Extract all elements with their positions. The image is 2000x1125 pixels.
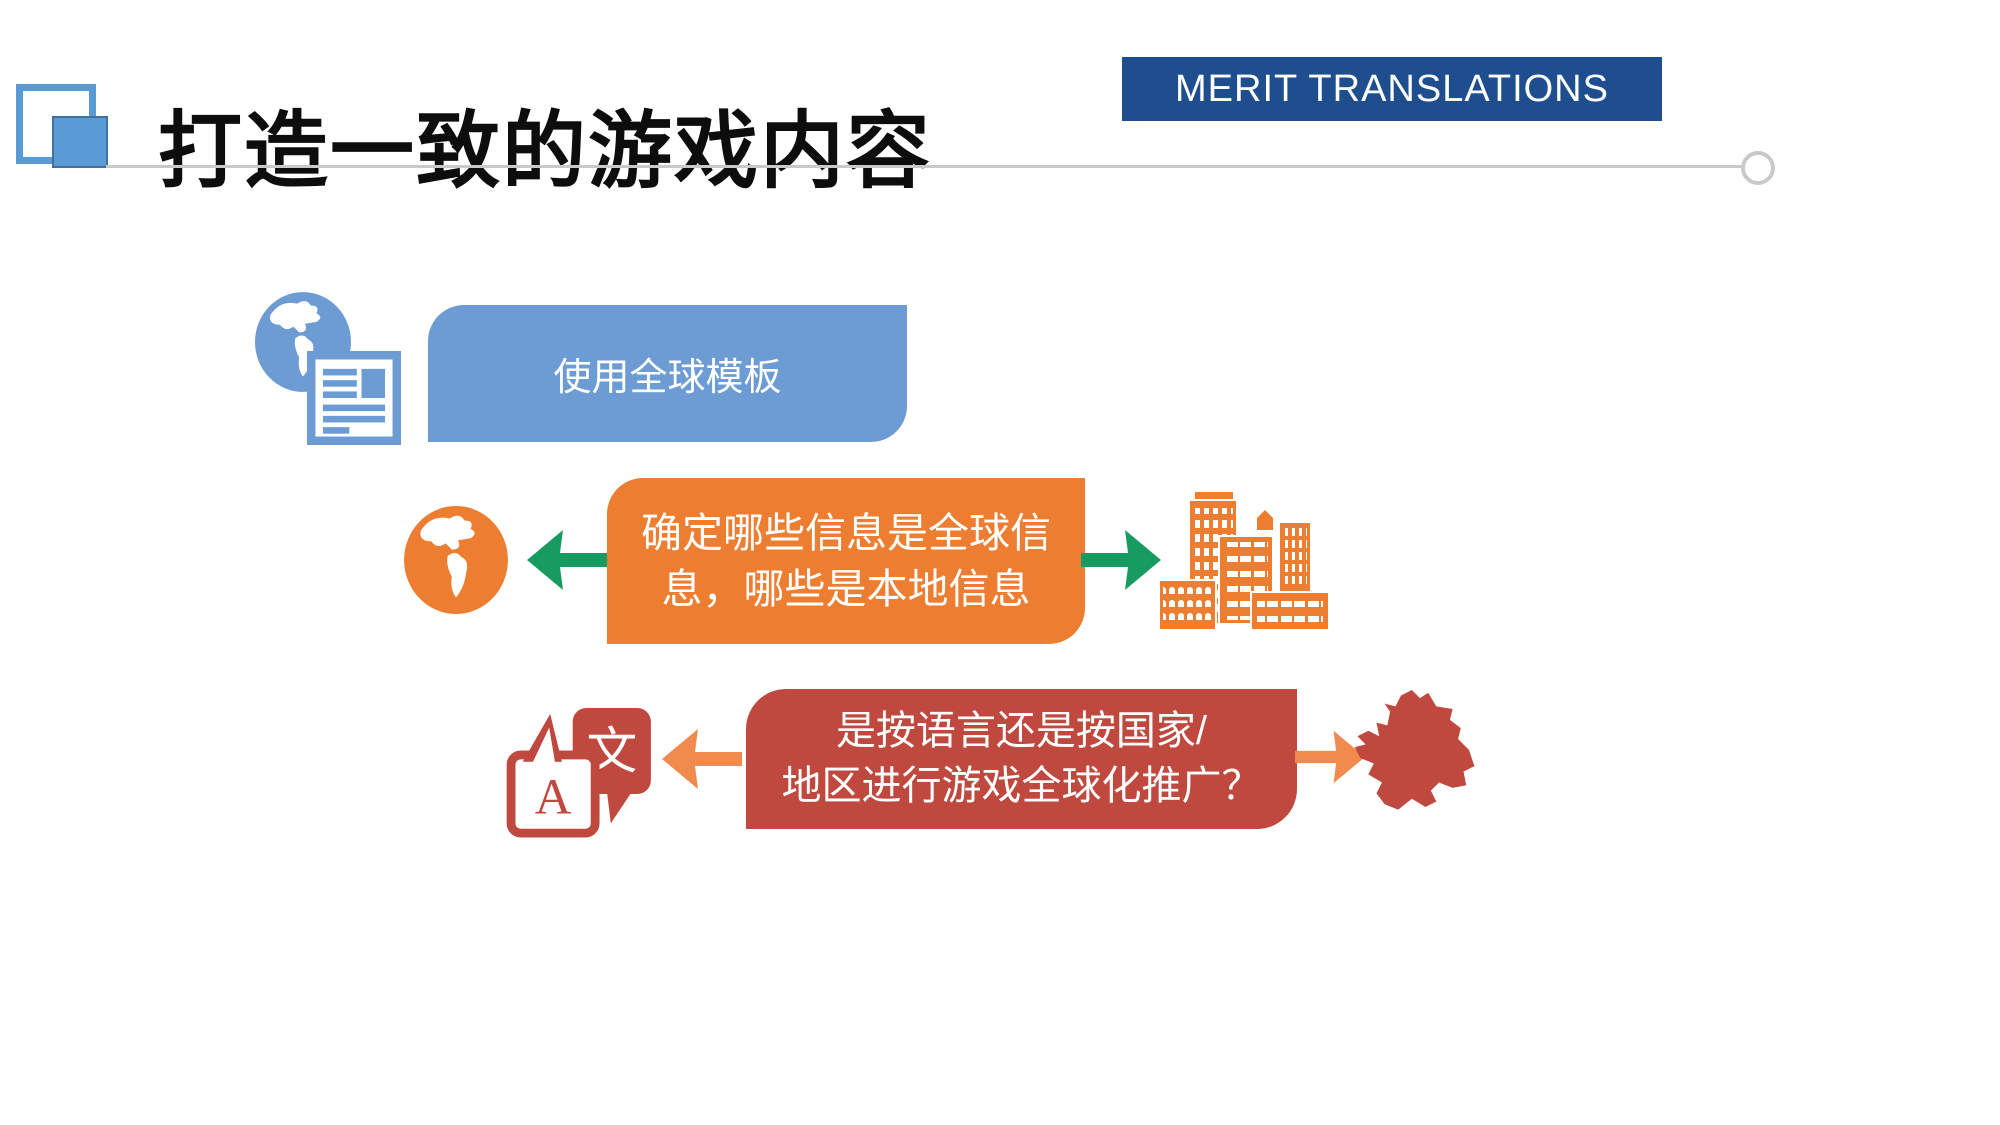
brand-badge: MERIT TRANSLATIONS (1122, 57, 1662, 121)
step-box-label: 使用全球模板 (553, 357, 782, 399)
step-box-line1: 是按语言还是按国家/ (835, 709, 1208, 753)
logo-filled-square (52, 116, 108, 168)
city-buildings-icon (1158, 492, 1330, 631)
step-box-line2: 地区进行游戏全球化推广？ (781, 764, 1262, 808)
step-box-line2: 息，哪些是本地信息 (661, 566, 1031, 612)
document-icon (307, 351, 401, 445)
translate-bubbles-icon: 文 A (506, 708, 651, 838)
arrow-left-icon (527, 530, 607, 590)
step-box-line1: 确定哪些信息是全球信 (641, 510, 1051, 556)
globe-americas-icon (404, 506, 508, 614)
translate-latin-glyph: A (535, 769, 572, 825)
step-box-global-template: 使用全球模板 (428, 305, 907, 442)
divider-end-circle-icon (1741, 151, 1775, 185)
france-map-icon (1354, 690, 1475, 810)
page-title: 打造一致的游戏内容 (158, 104, 933, 199)
step-box-language-vs-country: 是按语言还是按国家/ 地区进行游戏全球化推广？ (746, 689, 1297, 829)
globe-americas-icon (255, 292, 351, 392)
arrow-right-icon (1081, 530, 1161, 590)
step-box-global-vs-local: 确定哪些信息是全球信 息，哪些是本地信息 (607, 478, 1085, 644)
divider-line (106, 165, 1741, 168)
arrow-left-icon (662, 729, 742, 789)
arrow-right-icon (1295, 730, 1365, 784)
